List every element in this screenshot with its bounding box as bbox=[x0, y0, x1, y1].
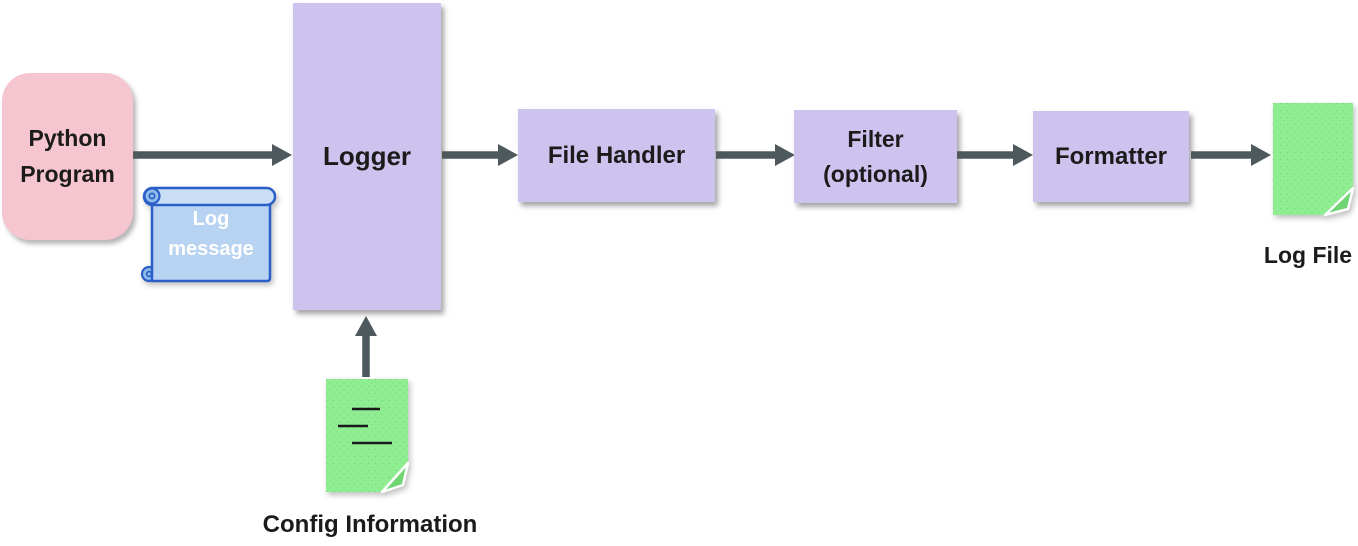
node-file-handler: File Handler bbox=[518, 109, 715, 202]
node-logger: Logger bbox=[293, 3, 441, 310]
filter-label: Filter (optional) bbox=[823, 126, 928, 187]
python-program-label: Python Program bbox=[20, 124, 115, 187]
scroll-icon bbox=[141, 186, 277, 283]
file-handler-label: File Handler bbox=[547, 141, 686, 169]
arrow-filter-to-formatter-icon bbox=[957, 144, 1033, 166]
formatter-label: Formatter bbox=[1054, 142, 1168, 170]
log-file-document-icon bbox=[1273, 103, 1354, 217]
logger-label: Logger bbox=[322, 141, 412, 171]
arrow-filehandler-to-filter-icon bbox=[716, 144, 795, 166]
log-message-label: Log message bbox=[168, 208, 254, 260]
config-information-label: Config Information bbox=[262, 511, 478, 538]
arrow-python-to-logger-icon bbox=[133, 144, 292, 166]
log-file-label: Log File bbox=[1263, 242, 1353, 268]
arrow-logger-to-filehandler-icon bbox=[442, 144, 518, 166]
node-python-program: Python Program bbox=[2, 73, 133, 240]
arrow-formatter-to-logfile-icon bbox=[1191, 144, 1271, 166]
arrow-config-to-logger-icon bbox=[355, 316, 377, 377]
node-formatter: Formatter bbox=[1033, 111, 1189, 202]
node-filter: Filter (optional) bbox=[794, 110, 957, 203]
config-document-icon bbox=[326, 379, 409, 493]
